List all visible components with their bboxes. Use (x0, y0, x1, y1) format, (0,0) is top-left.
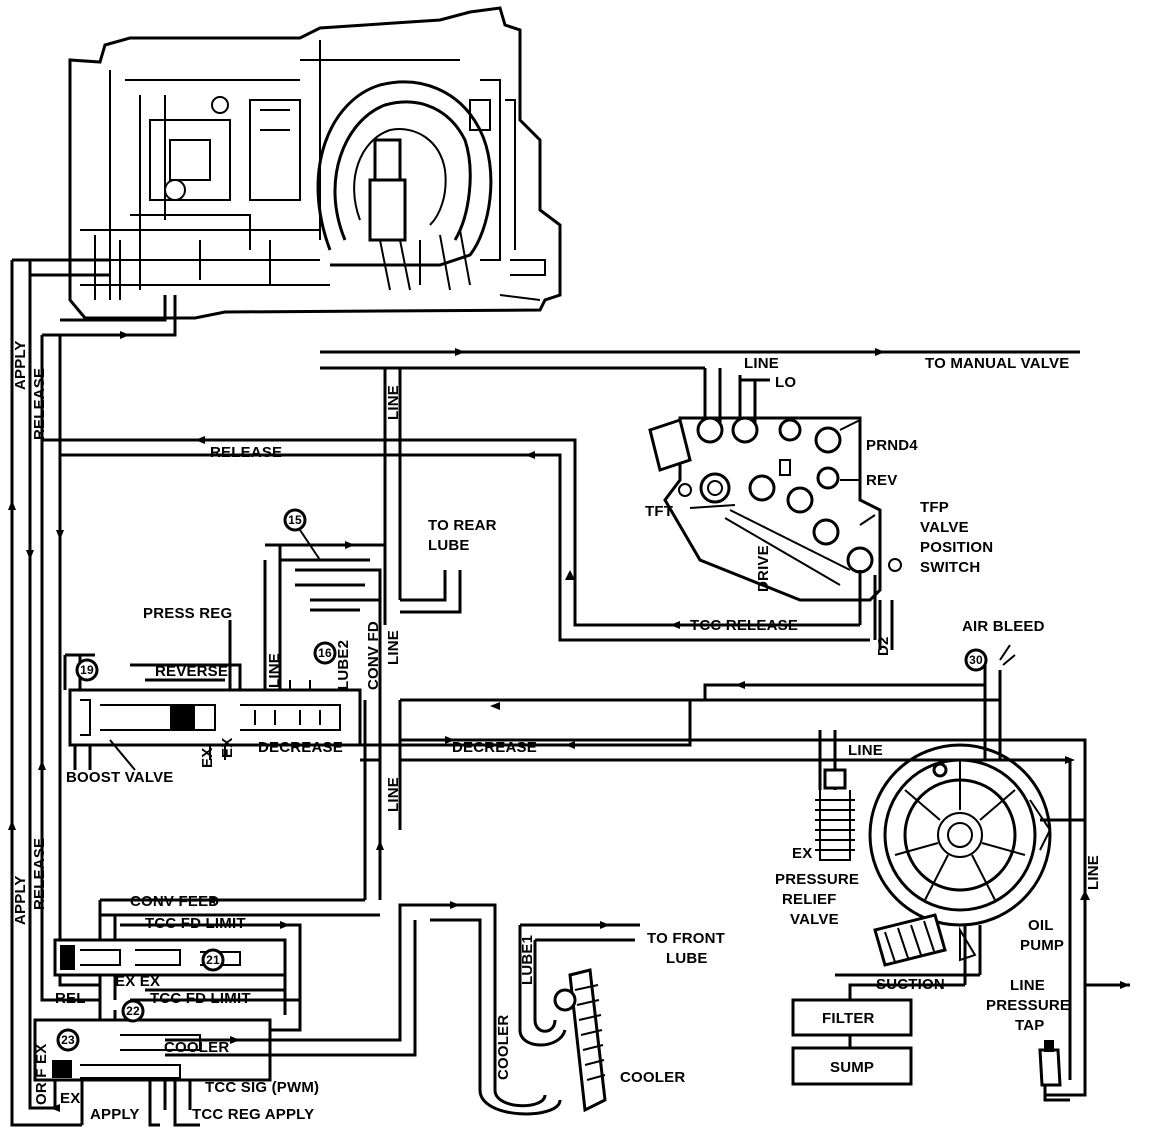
label-line-right: LINE (848, 742, 883, 759)
label-lube1: LUBE1 (519, 935, 536, 985)
label-apply-left-2: APPLY (12, 875, 29, 925)
label-to-front-2: LUBE (666, 950, 708, 967)
label-filter: FILTER (822, 1010, 875, 1027)
marker-21-text: 21 (206, 953, 220, 967)
marker-16-text: 16 (318, 646, 332, 660)
label-oil-1: OIL (1028, 917, 1054, 934)
marker-23 (56, 1028, 80, 1052)
label-to-rear-1: TO REAR (428, 517, 497, 534)
label-pressure-1: PRESSURE (775, 871, 859, 888)
flow-arrows (8, 331, 1130, 1112)
marker-19 (75, 658, 99, 682)
label-oil-2: PUMP (1020, 937, 1064, 954)
label-release-left-2: RELEASE (31, 838, 48, 910)
label-rel: REL (55, 990, 86, 1007)
marker-22 (121, 999, 145, 1023)
label-press-reg: PRESS REG (143, 605, 232, 622)
marker-15 (283, 508, 307, 532)
label-apply-bottom: APPLY (90, 1106, 140, 1123)
label-pressure-2: RELIEF (782, 891, 837, 908)
label-sump: SUMP (830, 1059, 874, 1076)
line-pressure-tap (1038, 1040, 1070, 1102)
label-ex-1: EX (199, 748, 216, 768)
label-apply-left: APPLY (12, 340, 29, 390)
label-reverse: REVERSE (155, 663, 228, 680)
label-tfp-2: VALVE (920, 519, 969, 536)
label-lpt-3: TAP (1015, 1017, 1045, 1034)
filter-sump (791, 973, 980, 1086)
label-tfp-3: POSITION (920, 539, 993, 556)
label-line-vert-1: LINE (385, 385, 402, 420)
label-tfp-1: TFP (920, 499, 949, 516)
marker-19-text: 19 (80, 663, 94, 677)
marker-15-text: 15 (288, 513, 302, 527)
label-tft: TFT (645, 503, 673, 520)
label-line-far-right: LINE (1085, 855, 1102, 890)
label-tcc-fd-limit-1: TCC FD LIMIT (145, 915, 246, 932)
label-suction: SUCTION (876, 976, 945, 993)
line-to-manual-valve (320, 350, 1080, 625)
label-tcc-reg-apply: TCC REG APPLY (192, 1106, 314, 1123)
label-conv-feed: CONV FEED (130, 893, 219, 910)
label-line-vert-3: LINE (385, 630, 402, 665)
label-ex-bottom: EX (60, 1090, 80, 1107)
label-air-bleed: AIR BLEED (962, 618, 1045, 635)
cooler (518, 923, 640, 1113)
label-line-top: LINE (744, 355, 779, 372)
label-lo: LO (775, 374, 796, 391)
label-decrease-left: DECREASE (258, 739, 343, 756)
marker-30 (964, 648, 988, 672)
label-tcc-sig: TCC SIG (PWM) (205, 1079, 319, 1096)
label-cooler-h: COOLER (164, 1039, 229, 1056)
marker-22-text: 22 (126, 1004, 140, 1018)
ref-markers: 15 16 19 21 22 23 30 (56, 508, 988, 1052)
marker-30-text: 30 (969, 653, 983, 667)
marker-21 (201, 948, 225, 972)
label-d2: D2 (875, 636, 892, 656)
oil-pump (868, 743, 1052, 985)
label-ex-ex: EX EX (115, 973, 160, 990)
marker-23-text: 23 (61, 1033, 75, 1047)
marker-16 (313, 641, 337, 665)
label-release-left: RELEASE (31, 368, 48, 440)
label-lube2: LUBE2 (335, 640, 352, 690)
tfp-valve-position-switch (648, 416, 902, 650)
label-decrease-right: DECREASE (452, 739, 537, 756)
label-ex-relief: EX (792, 845, 812, 862)
label-rev: REV (866, 472, 897, 489)
tcc-regulator-apply-valves (33, 898, 562, 1127)
apply-release-passages (10, 258, 870, 1127)
label-drive: DRIVE (755, 545, 772, 592)
label-to-front-1: TO FRONT (647, 930, 725, 947)
label-line-vert-2: LINE (266, 653, 283, 688)
label-release-mid: RELEASE (210, 444, 282, 461)
air-bleed (983, 644, 1016, 700)
label-tcc-fd-limit-2: TCC FD LIMIT (150, 990, 251, 1007)
label-ex-2: EX (219, 738, 236, 758)
label-conv-fd: CONV FD (365, 621, 382, 690)
transmission-housing (68, 6, 562, 320)
label-tcc-release: TCC RELEASE (690, 617, 798, 634)
label-cooler-v: COOLER (495, 1015, 512, 1080)
label-to-rear-2: LUBE (428, 537, 470, 554)
label-boost-valve: BOOST VALVE (66, 769, 174, 786)
pressure-relief-valve (815, 768, 855, 861)
label-prnd4: PRND4 (866, 437, 918, 454)
label-tfp-4: SWITCH (920, 559, 980, 576)
labels: LINE TO MANUAL VALVE LO PRND4 REV TFP VA… (12, 340, 1102, 1123)
label-cooler: COOLER (620, 1069, 685, 1086)
label-orif-ex: ORIF EX (33, 1044, 50, 1105)
label-lpt-1: LINE (1010, 977, 1045, 994)
label-lpt-2: PRESSURE (986, 997, 1070, 1014)
label-pressure-3: VALVE (790, 911, 839, 928)
label-to-manual-valve: TO MANUAL VALVE (925, 355, 1069, 372)
label-line-vert-4: LINE (385, 777, 402, 812)
